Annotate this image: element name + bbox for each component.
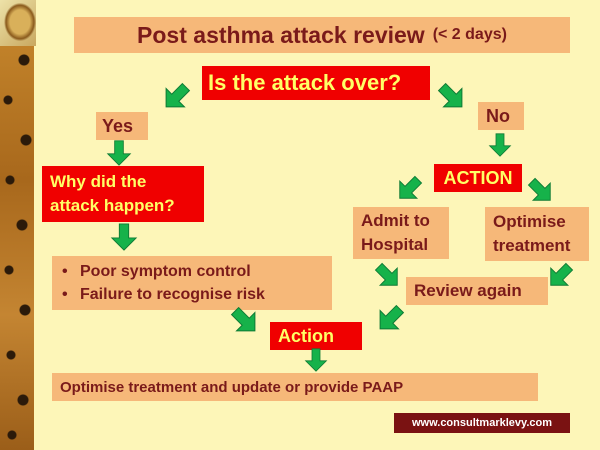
optimise-line-1: Optimise [493,210,570,234]
action-upper-text: ACTION [444,168,513,189]
action-lower-box: Action [270,322,362,350]
final-text: Optimise treatment and update or provide… [60,379,403,396]
review-box: Review again [406,277,548,305]
why-line-1: Why did the [50,170,175,194]
green-down-arrow-icon [431,76,473,118]
optimise-box: Optimise treatment [485,207,589,261]
website-footer: www.consultmarklevy.com [394,413,570,433]
diagram-title: Post asthma attack review (< 2 days) [74,17,570,53]
admit-box: Admit to Hospital [353,207,449,259]
question-box: Is the attack over? [202,66,430,100]
green-down-arrow-icon [368,256,408,296]
title-sub: (< 2 days) [433,26,507,44]
leopard-photo-thumbnail [0,0,36,46]
green-down-arrow-icon [488,132,512,158]
no-box: No [478,102,524,130]
green-down-arrow-icon [155,76,197,118]
website-text: www.consultmarklevy.com [412,417,552,429]
leopard-pattern-strip [0,0,34,450]
causes-box: Poor symptom control Failure to recognis… [52,256,332,310]
green-down-arrow-icon [110,222,138,252]
final-step-box: Optimise treatment and update or provide… [52,373,538,401]
admit-line-1: Admit to [361,209,430,233]
green-down-arrow-icon [389,169,429,209]
green-down-arrow-icon [106,140,132,166]
green-down-arrow-icon [521,171,561,211]
admit-line-2: Hospital [361,233,430,257]
no-text: No [486,106,510,127]
cause-item: Poor symptom control [80,260,265,283]
action-upper-box: ACTION [434,164,522,192]
yes-text: Yes [102,116,133,137]
yes-box: Yes [96,112,148,140]
optimise-line-2: treatment [493,234,570,258]
question-text: Is the attack over? [208,70,401,96]
review-text: Review again [414,281,522,301]
green-down-arrow-icon [304,348,328,372]
cause-item: Failure to recognise risk [80,283,265,306]
title-main: Post asthma attack review [137,22,425,49]
action-lower-text: Action [278,326,334,347]
causes-list: Poor symptom control Failure to recognis… [60,260,265,306]
why-box: Why did the attack happen? [42,166,204,222]
why-line-2: attack happen? [50,194,175,218]
green-down-arrow-icon [369,298,411,340]
